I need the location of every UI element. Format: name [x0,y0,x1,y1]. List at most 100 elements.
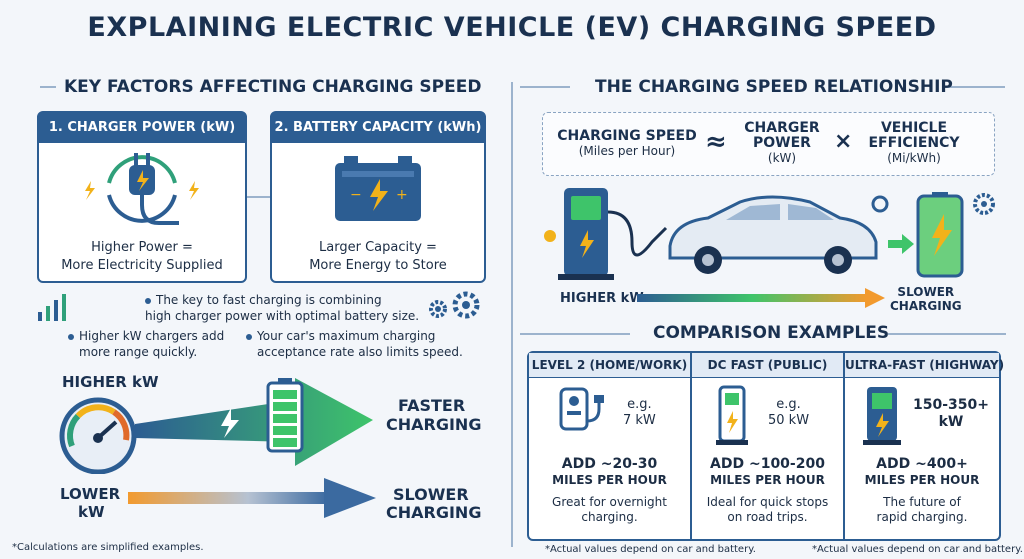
equation-efficiency: VEHICLE EFFICIENCY (Mi/kWh) [862,121,966,166]
ultra-charger-icon [863,387,901,445]
comparison-divider-2 [843,353,845,539]
right-heading-rule-left [520,86,570,88]
charger-power-line1: Higher Power = [91,240,193,255]
right-footnote-1: *Actual values depend on car and battery… [545,544,756,555]
right-footnote-2: *Actual values depend on car and battery… [812,544,1023,555]
slower-label-1: SLOWER [393,485,469,504]
battery-full-icon [266,378,304,453]
level2-eg: e.g. [627,397,652,412]
ultra-fast-add: ADD ~400+ [876,456,968,472]
plug-icon [85,153,199,225]
dc-fast-desc1: Ideal for quick stops [706,495,829,509]
ultra-fast-desc1: The future of [883,495,961,509]
equation-power-line2: POWER [753,135,811,151]
higher-kw-label-right: HIGHER kW [560,291,644,306]
bullet [246,334,252,340]
battery-capacity-line2: More Energy to Store [309,258,447,273]
slower-arrow [128,478,376,518]
battery-icon: − + [335,156,421,221]
right-heading-rule-right [945,86,1005,88]
ultra-fast-desc2: rapid charging. [876,510,968,524]
faster-label-1: FASTER [398,396,466,415]
note-key: The key to fast charging is combining hi… [145,292,419,324]
ultra-fast-mph: MILES PER HOUR [864,473,980,487]
equation-box [542,112,995,176]
battery-capacity-line1: Larger Capacity = [319,240,437,255]
bullet [68,334,74,340]
equation-efficiency-line2: EFFICIENCY [868,135,960,151]
gear-icon [429,291,480,319]
slower-label-2: CHARGING [386,503,482,522]
svg-text:+: + [396,187,408,203]
faster-label-2: CHARGING [386,415,482,434]
dc-charger-icon [716,385,748,445]
level2-desc1: Great for overnight [552,495,667,509]
bullet [145,298,151,304]
speedometer-icon [59,397,137,474]
left-heading-rule [40,86,56,88]
ultra-fast-title: ULTRA-FAST (HIGHWAY) [845,353,1004,378]
card-connector [247,196,270,198]
svg-text:−: − [350,187,362,203]
slower-charging-right-line2: CHARGING [890,299,962,313]
level2-mph: MILES PER HOUR [552,473,667,487]
approx-symbol: ≈ [705,127,727,157]
equation-efficiency-unit: (Mi/kWh) [887,151,941,165]
left-footnote: *Calculations are simplified examples. [12,542,204,553]
mid-rule-left [520,333,630,335]
note-higher-kw-line1: Higher kW chargers add [79,329,225,343]
dc-fast-title: DC FAST (PUBLIC) [692,353,843,378]
equation-speed-title: CHARGING SPEED [557,128,697,144]
level2-title: LEVEL 2 (HOME/WORK) [529,353,690,378]
dc-fast-card: DC FAST (PUBLIC) e.g. 50 kW ADD ~100-200… [692,353,843,539]
equation-speed-unit: (Miles per Hour) [578,144,676,158]
note-key-line2: high charger power with optimal battery … [145,309,420,323]
equation-power-line1: CHARGER [744,120,820,136]
page-title: EXPLAINING ELECTRIC VEHICLE (EV) CHARGIN… [87,12,937,43]
charger-power-card: 1. CHARGER POWER (kW) Higher Power = Mor… [37,111,247,283]
battery-capacity-card: 2. BATTERY CAPACITY (kWh) − + Larger Cap… [270,111,486,283]
ultra-fast-range: 150-350+ [913,397,989,413]
note-key-line1: The key to fast charging is combining [156,293,382,307]
wall-charger-icon [559,387,604,431]
higher-kw-label: HIGHER kW [62,373,159,391]
dc-fast-add: ADD ~100-200 [710,456,825,472]
vertical-divider [511,82,513,547]
note-acceptance-line2: acceptance rate also limits speed. [257,345,463,359]
charging-scene-illustration [544,188,995,280]
gradient-arrow [637,288,885,308]
right-section-heading: THE CHARGING SPEED RELATIONSHIP [595,77,953,97]
equation-efficiency-line1: VEHICLE [880,120,948,136]
bar-chart-icon [38,294,66,321]
mid-rule-right [888,333,1006,335]
comparison-divider-1 [690,353,692,539]
ultra-fast-power: 150-350+ kW [911,397,991,431]
equation-speed: CHARGING SPEED (Miles per Hour) [552,128,702,158]
dc-fast-desc2: on road trips. [727,510,808,524]
comparison-heading: COMPARISON EXAMPLES [653,323,890,343]
note-acceptance: Your car's maximum charging acceptance r… [246,328,463,360]
ultra-fast-kw: kW [938,414,964,430]
note-acceptance-line1: Your car's maximum charging [257,329,436,343]
equation-power-unit: (kW) [767,151,797,165]
note-higher-kw-line2: more range quickly. [79,345,198,359]
ultra-fast-card: ULTRA-FAST (HIGHWAY) 150-350+ kW ADD ~40… [845,353,1004,539]
faster-arrow [135,378,373,466]
left-section-heading: KEY FACTORS AFFECTING CHARGING SPEED [64,77,482,97]
battery-capacity-card-title: 2. BATTERY CAPACITY (kWh) [272,113,484,143]
slower-charging-right: SLOWER CHARGING [890,285,962,313]
comparison-panel [527,351,1001,541]
level2-card: LEVEL 2 (HOME/WORK) e.g. 7 kW ADD ~20-30… [529,353,690,539]
note-higher-kw: Higher kW chargers add more range quickl… [68,328,224,360]
dc-fast-eg: e.g. [776,397,801,412]
dc-fast-mph: MILES PER HOUR [710,473,825,487]
slower-charging-right-line1: SLOWER [897,285,955,299]
level2-desc2: charging. [581,510,638,524]
dc-fast-power: e.g. 50 kW [768,397,809,429]
level2-kw: 7 kW [623,413,656,428]
charger-power-line2: More Electricity Supplied [61,258,223,273]
equation-power: CHARGER POWER (kW) [740,121,824,166]
times-symbol: × [834,129,853,154]
charger-power-card-title: 1. CHARGER POWER (kW) [39,113,245,143]
dc-fast-kw: 50 kW [768,413,810,428]
